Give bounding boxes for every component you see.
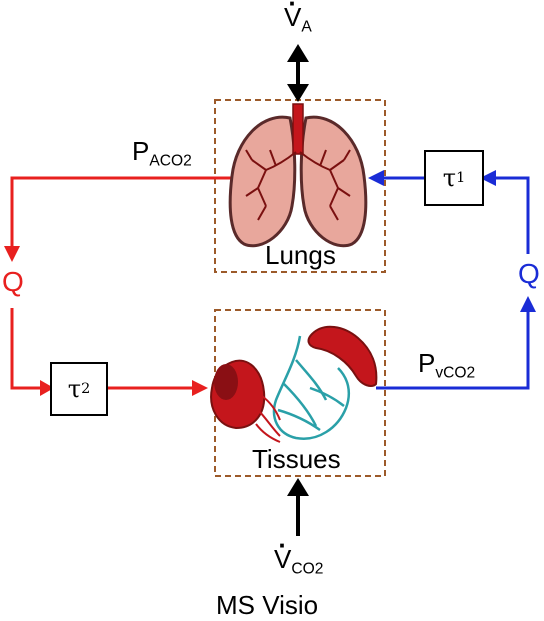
va-label: VA xyxy=(284,2,312,36)
paco2-label: PACO2 xyxy=(132,136,192,170)
arterial-path xyxy=(4,176,236,396)
caption: MS Visio xyxy=(216,590,319,620)
vco2-arrow xyxy=(287,478,309,536)
q-right-label: Q xyxy=(518,258,540,289)
tau1-sub: 1 xyxy=(456,170,466,186)
tissues-label: Tissues xyxy=(252,444,341,474)
lungs-illustration xyxy=(228,103,368,248)
pvco2-label: PvCO2 xyxy=(418,348,475,382)
pvco2-sub: vCO2 xyxy=(435,364,476,382)
va-double-arrow xyxy=(287,44,309,102)
lungs-box xyxy=(214,99,386,273)
vco2-sub: CO2 xyxy=(291,560,324,578)
tau1-main: τ xyxy=(442,164,457,192)
tissues-illustration xyxy=(210,325,378,443)
va-main: V xyxy=(284,2,301,33)
vco2-main: V xyxy=(274,544,291,575)
tau2-main: τ xyxy=(67,375,82,403)
pvco2-main: P xyxy=(418,348,436,378)
q-left-label: Q xyxy=(2,266,24,297)
lungs-label: Lungs xyxy=(265,240,336,270)
paco2-sub: ACO2 xyxy=(149,152,192,170)
venous-path xyxy=(368,170,536,390)
tau2-sub: 2 xyxy=(81,381,91,397)
tissues-box xyxy=(214,309,386,477)
paco2-main: P xyxy=(132,136,150,166)
va-sub: A xyxy=(301,18,312,36)
vco2-label: VCO2 xyxy=(274,544,323,578)
